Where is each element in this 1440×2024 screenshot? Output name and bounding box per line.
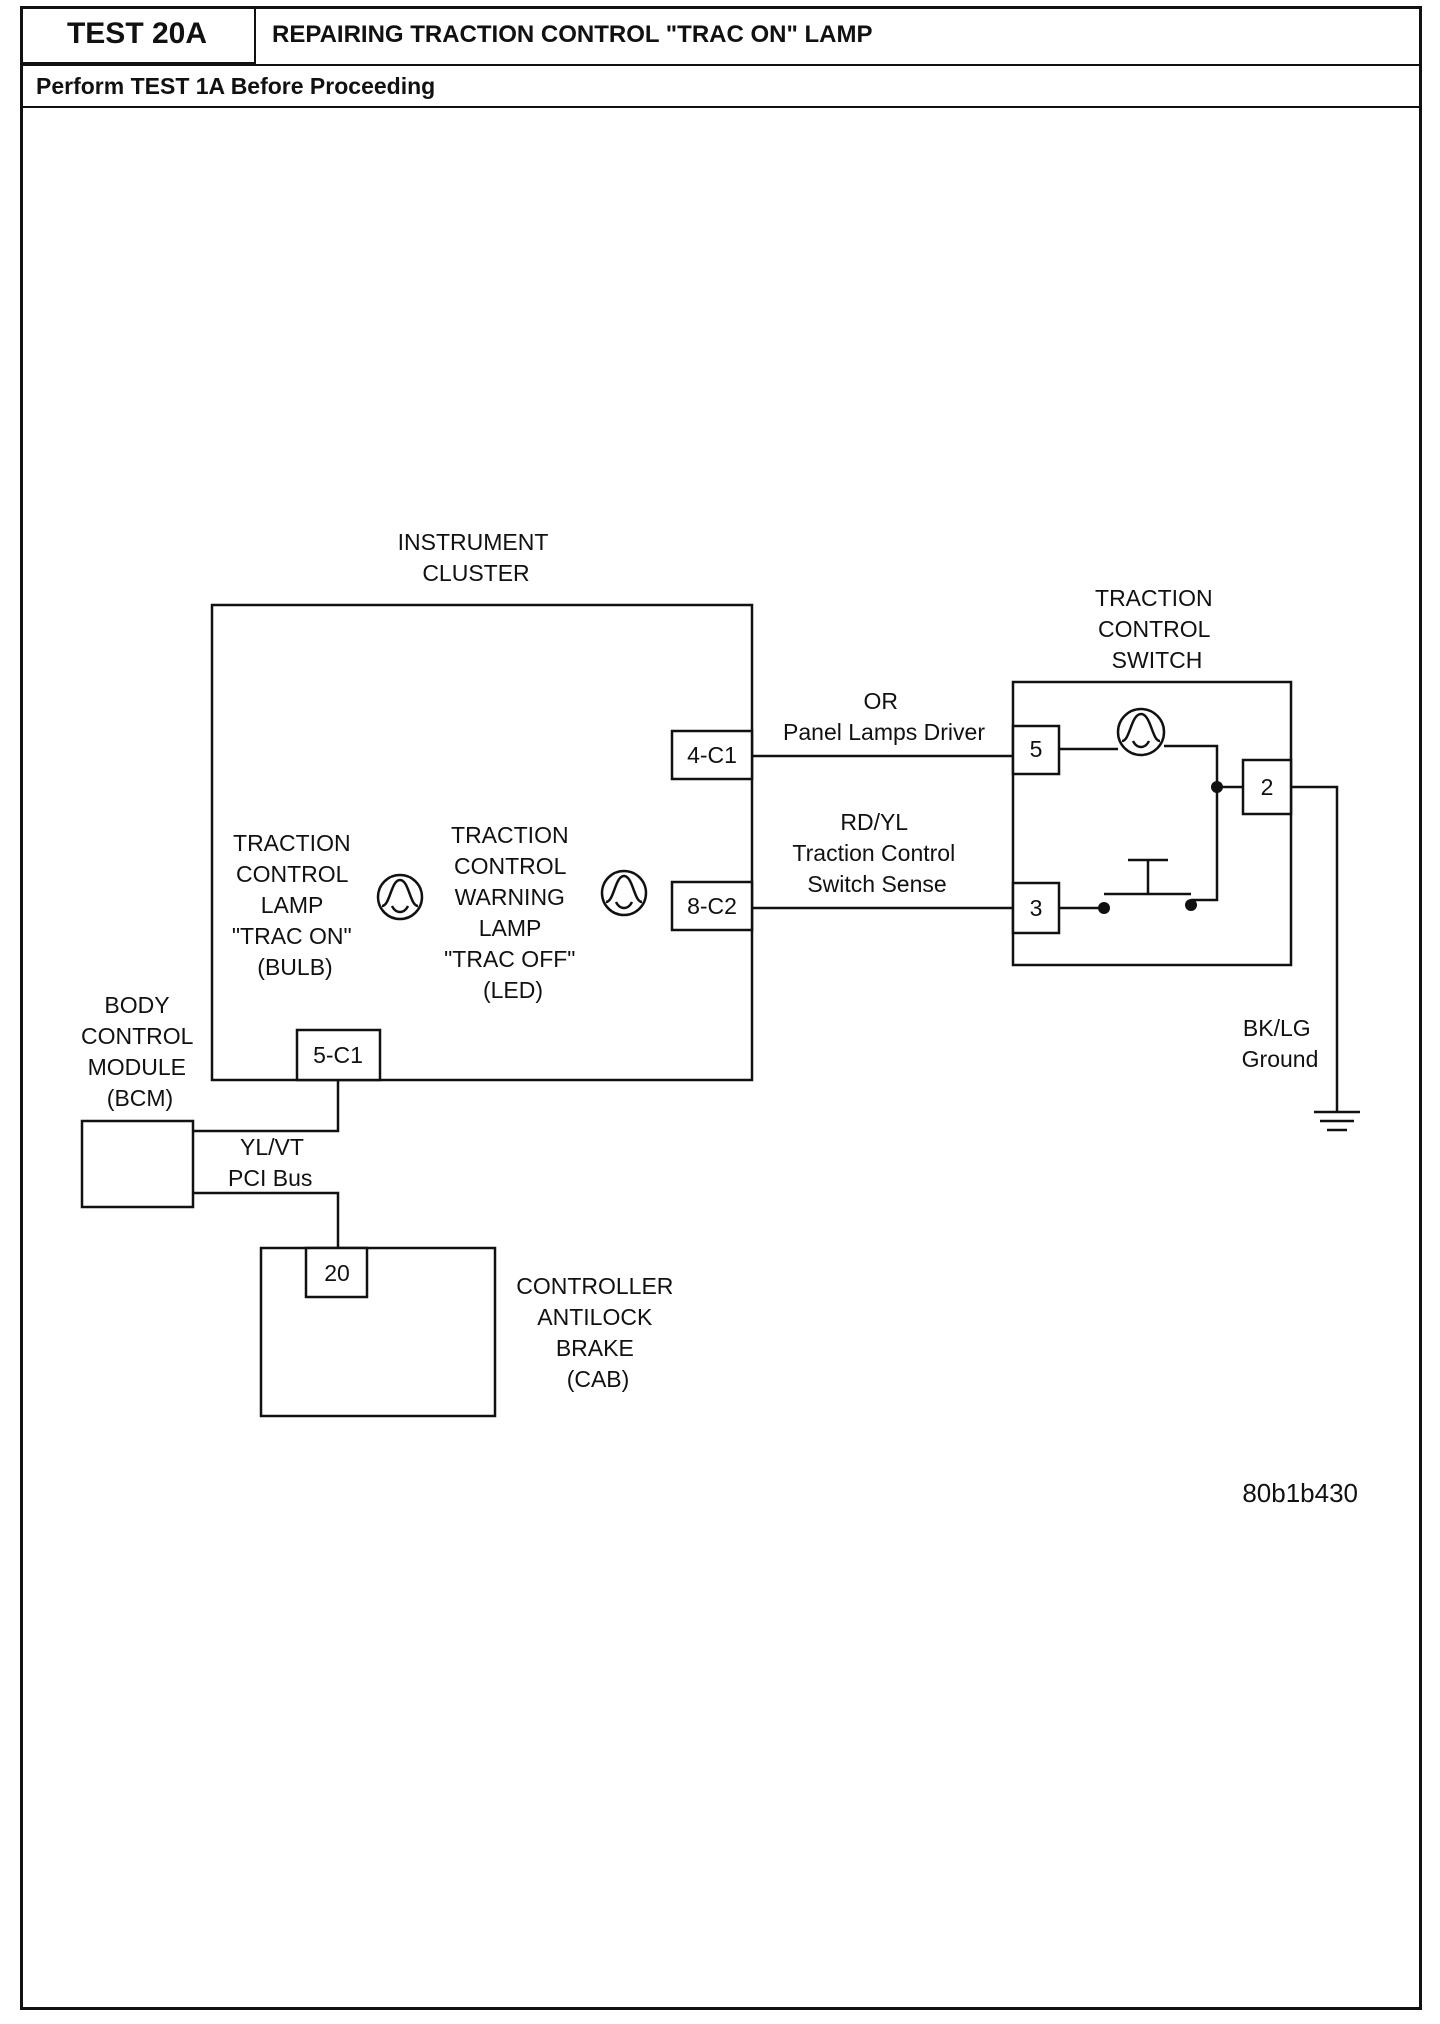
wire-pci-bus xyxy=(193,1080,340,1248)
switch-junction xyxy=(1211,781,1223,793)
connector-8-c2-label: 8-C2 xyxy=(687,893,737,919)
switch-indicator-bulb-icon xyxy=(1116,707,1166,757)
cab-pin-20 xyxy=(304,1246,369,1299)
connector-8-c2 xyxy=(670,880,754,932)
switch-pin-3 xyxy=(1011,881,1061,935)
bcm-label: BODY CONTROL MODULE (BCM) xyxy=(81,992,199,1111)
bcm-box xyxy=(80,1119,195,1209)
switch-internal-wiring xyxy=(1059,744,1243,902)
wire-rd-yl-label: RD/YL Traction Control Switch Sense xyxy=(792,809,961,897)
ground-icon xyxy=(1314,1110,1360,1132)
wire-ground xyxy=(1291,785,1339,1112)
instrument-cluster-label: INSTRUMENT CLUSTER xyxy=(398,529,555,586)
pushbutton-contact-icon xyxy=(1059,858,1191,910)
switch-contact-right xyxy=(1185,899,1197,911)
trac-on-lamp-label: TRACTION CONTROL LAMP "TRAC ON" (BULB) xyxy=(232,830,358,980)
cab-pin-20-label: 20 xyxy=(324,1260,350,1286)
page-frame xyxy=(20,6,1422,2010)
switch-pin-5 xyxy=(1011,724,1061,776)
instrument-cluster-box xyxy=(210,603,754,1082)
trac-off-led-icon xyxy=(600,869,648,917)
test-id: TEST 20A xyxy=(20,6,256,64)
cab-label: CONTROLLER ANTILOCK BRAKE (CAB) xyxy=(516,1273,680,1392)
test-title: REPAIRING TRACTION CONTROL "TRAC ON" LAM… xyxy=(272,21,873,48)
cab-box xyxy=(259,1246,497,1418)
connector-5-c1-label: 5-C1 xyxy=(313,1042,363,1068)
pci-bus-label: YL/VT PCI Bus xyxy=(228,1134,312,1191)
connector-4-c1-label: 4-C1 xyxy=(687,742,737,768)
trac-on-bulb-icon xyxy=(376,873,424,921)
connector-4-c1 xyxy=(670,729,754,781)
switch-pin-5-label: 5 xyxy=(1030,736,1043,762)
trac-off-lamp-label: TRACTION CONTROL WARNING LAMP "TRAC OFF"… xyxy=(444,822,582,1003)
wire-or-label: OR Panel Lamps Driver xyxy=(783,688,985,745)
switch-pin-2-label: 2 xyxy=(1261,774,1274,800)
switch-contact-left xyxy=(1098,902,1110,914)
ground-label: BK/LG Ground xyxy=(1242,1015,1319,1072)
figure-id: 80b1b430 xyxy=(1242,1478,1358,1508)
traction-control-switch-label: TRACTION CONTROL SWITCH xyxy=(1095,585,1219,673)
switch-pin-3-label: 3 xyxy=(1030,895,1043,921)
prerequisite-note: Perform TEST 1A Before Proceeding xyxy=(20,64,1422,108)
